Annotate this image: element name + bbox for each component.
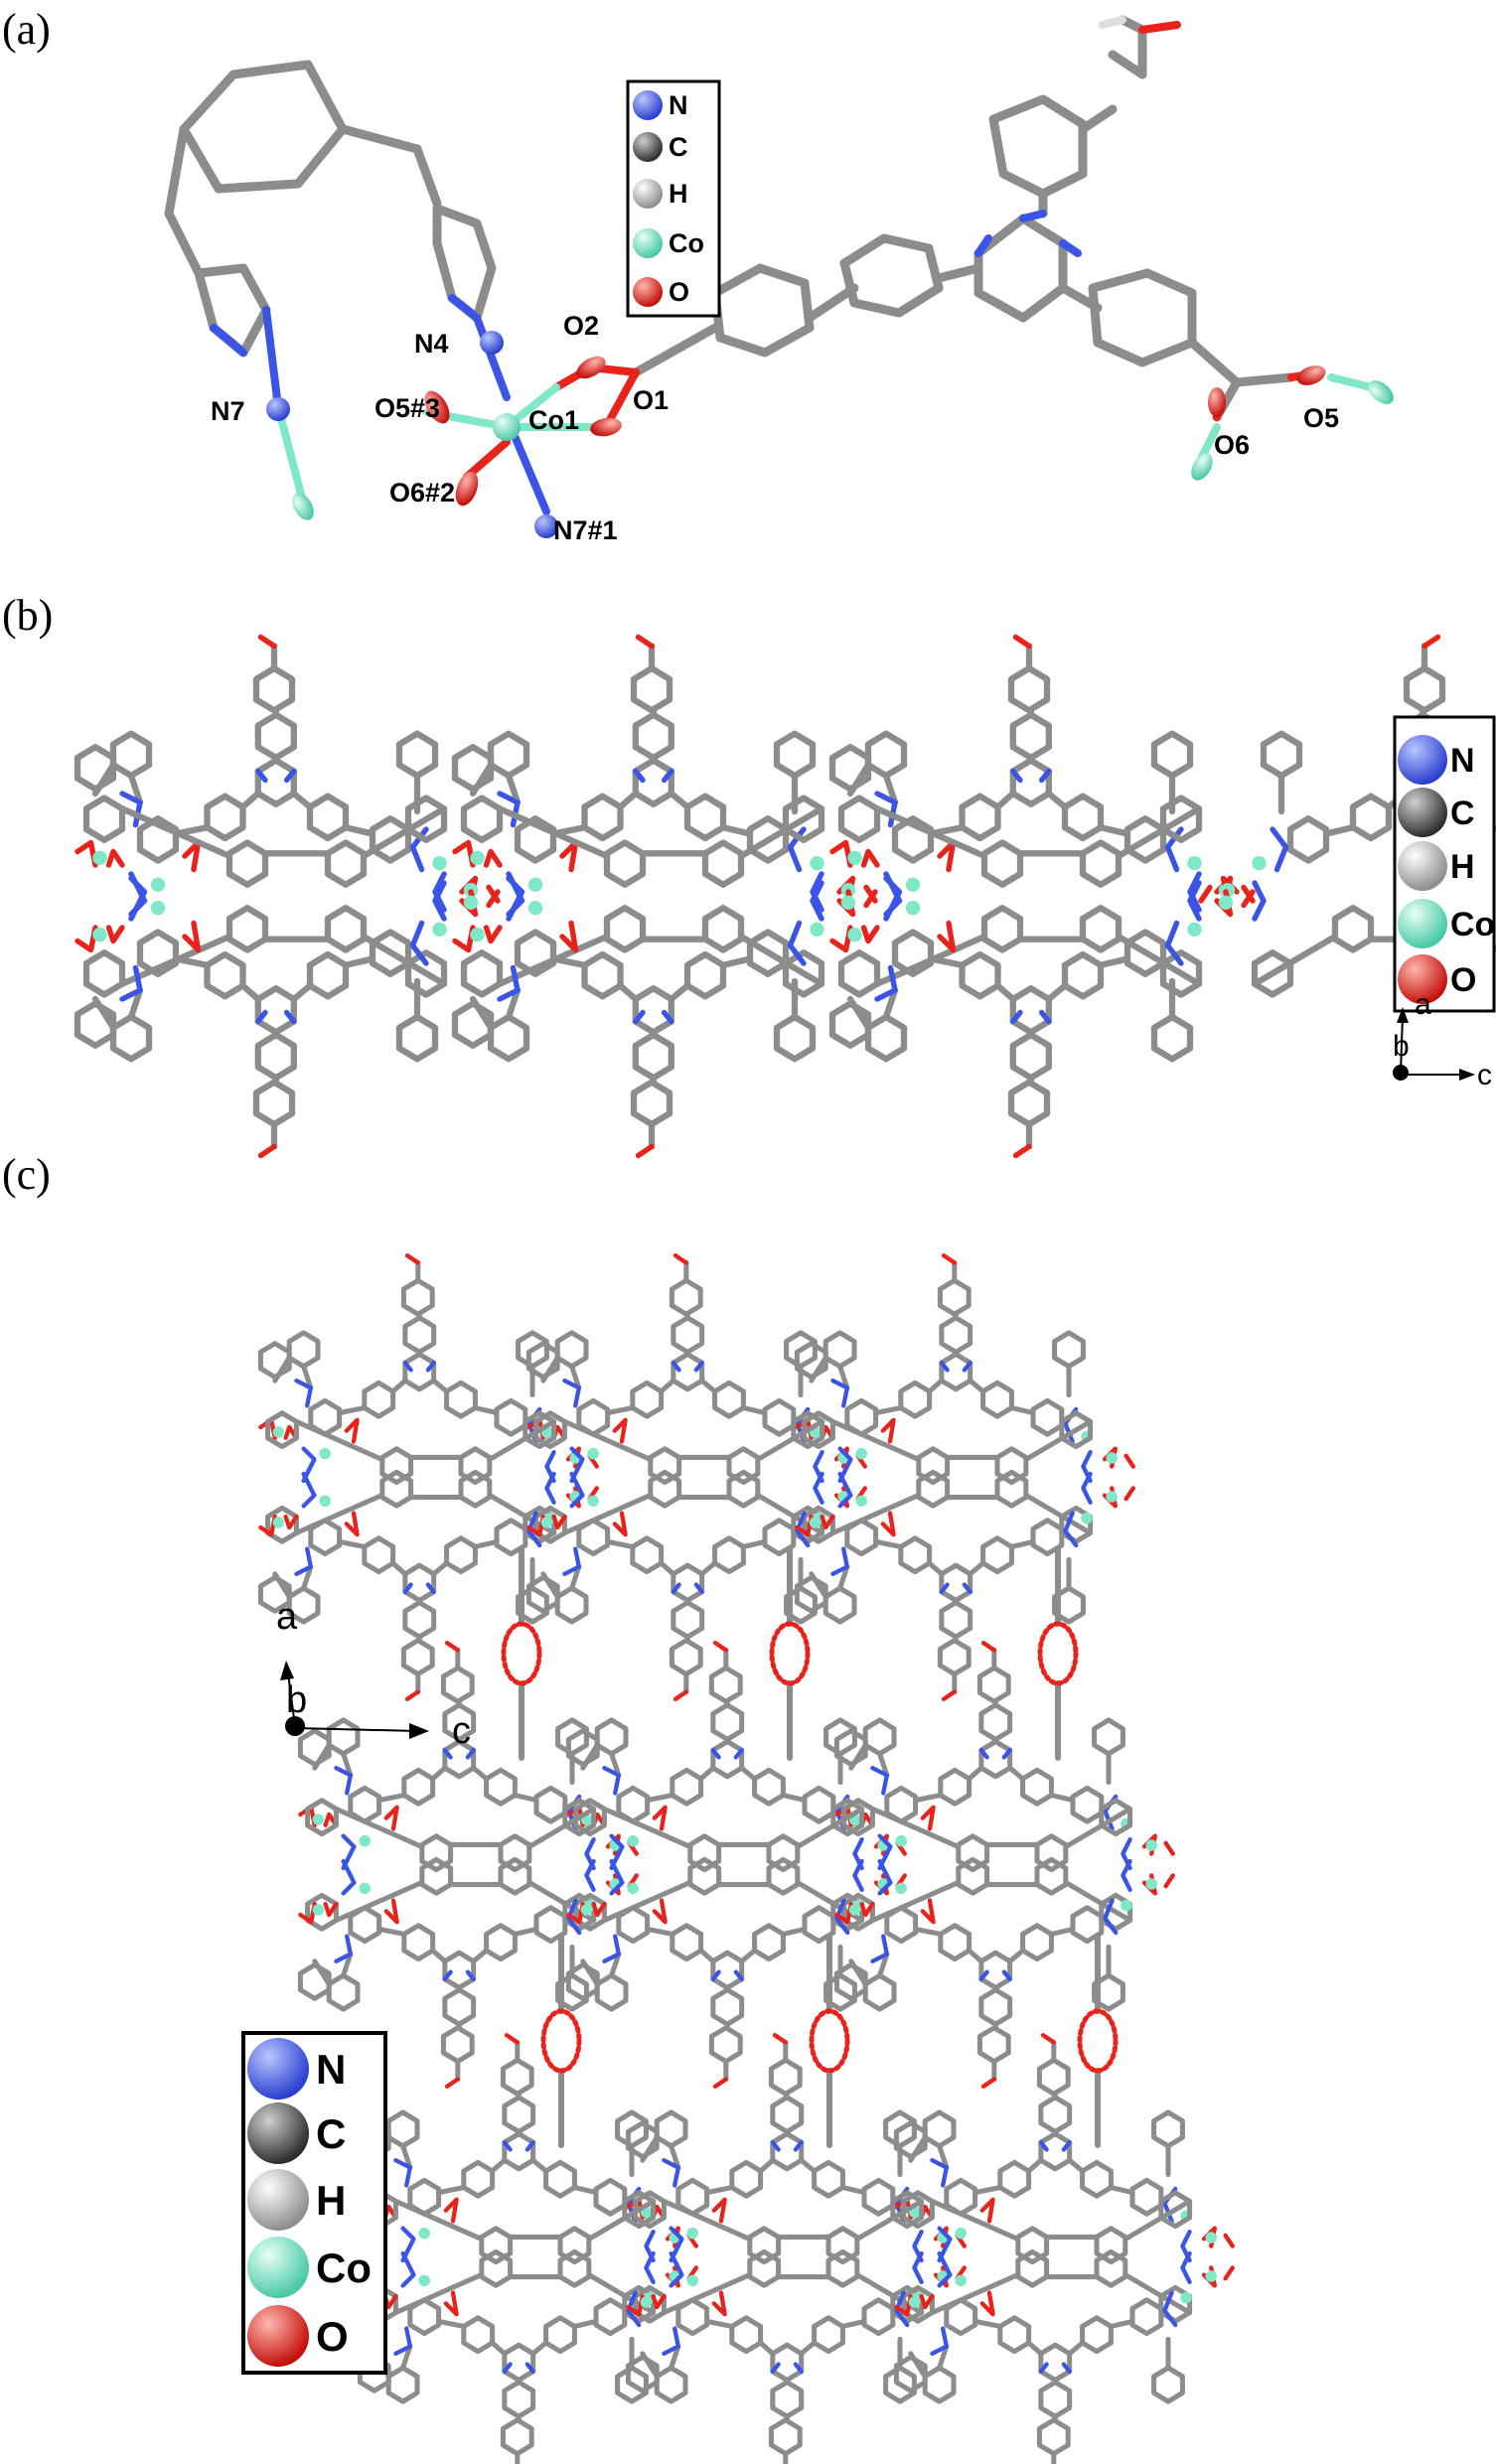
atom-label-o5: O5 — [1303, 403, 1339, 433]
legend-panel-a: N C H Co O — [626, 79, 721, 318]
atom-label-o2: O2 — [563, 311, 599, 341]
layer-bottom — [360, 2035, 1232, 2464]
legend-panel-c: N C H Co O — [241, 2031, 387, 2375]
atom-label-n7: N7 — [211, 396, 245, 426]
layer-middle — [300, 1643, 1172, 2087]
axes-panel-c: a b c — [276, 1596, 471, 1752]
atom-label-co1: Co1 — [528, 405, 579, 435]
atom-label-o6-2: O6#2 — [389, 478, 455, 507]
legend-c-h: H — [316, 2177, 346, 2224]
legend-b-co: Co — [1450, 906, 1495, 943]
legend-c-n: N — [316, 2046, 346, 2093]
legend-b-h: H — [1450, 848, 1475, 886]
axes-panel-b: a b c — [1393, 988, 1492, 1091]
panel-b-label: (b) — [2, 591, 53, 640]
legend-b-n: N — [1450, 742, 1475, 780]
axis-c-a: a — [276, 1596, 298, 1638]
legend-a-h: H — [669, 179, 688, 209]
axis-c-c: c — [452, 1710, 471, 1752]
legend-a-co: Co — [669, 228, 704, 258]
atom-label-o1: O1 — [633, 385, 669, 415]
layer-top — [260, 1255, 1132, 1699]
panel-a-label: (a) — [2, 5, 51, 54]
legend-b-c: C — [1450, 795, 1475, 832]
axis-b-a: a — [1415, 988, 1431, 1021]
atom-label-o5-3: O5#3 — [374, 393, 440, 423]
legend-a-n: N — [669, 90, 688, 120]
legend-c-c: C — [316, 2110, 346, 2157]
legend-b-o: O — [1450, 961, 1476, 999]
atom-label-o6: O6 — [1214, 430, 1250, 460]
asymmetric-unit-structure — [164, 15, 1394, 538]
legend-c-o: O — [316, 2313, 349, 2360]
atom-label-n7-1: N7#1 — [553, 515, 618, 545]
legend-a-c: C — [669, 132, 688, 162]
axis-b-b: b — [1393, 1030, 1410, 1063]
hydrogen-bond-dimers — [501, 1546, 1119, 2148]
axis-c-b: b — [286, 1679, 307, 1721]
panel-c-label: (c) — [2, 1150, 51, 1199]
legend-panel-b: N C H Co O — [1393, 715, 1496, 1013]
chain-structure-b — [77, 638, 1496, 1156]
axis-b-c: c — [1477, 1059, 1492, 1091]
legend-a-o: O — [669, 277, 689, 307]
atom-label-n4: N4 — [414, 329, 449, 359]
legend-c-co: Co — [316, 2245, 372, 2291]
